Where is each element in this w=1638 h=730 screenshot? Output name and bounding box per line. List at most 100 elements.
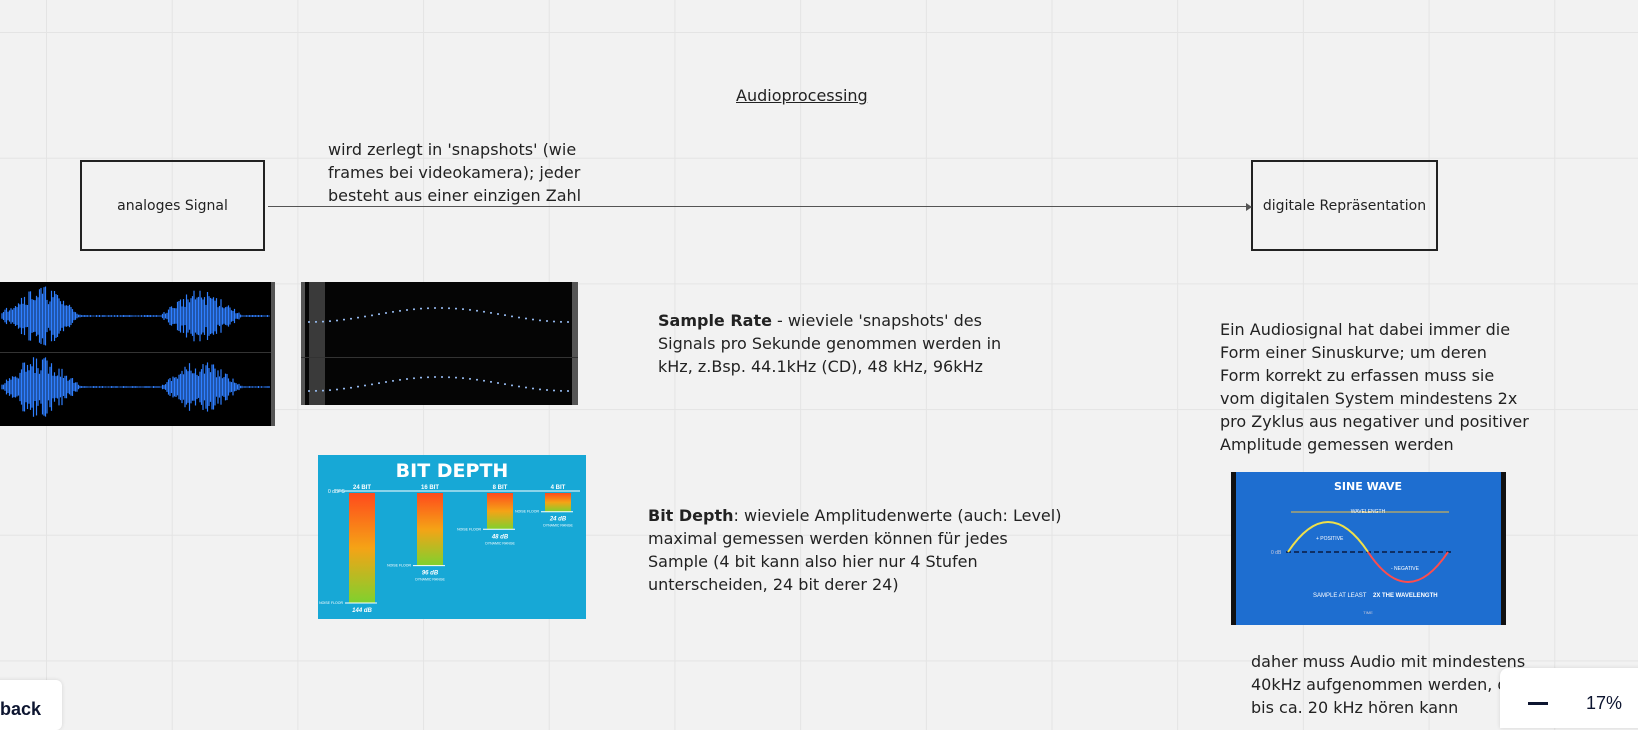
- sample-dot: [490, 311, 492, 314]
- sine-caption-prefix: SAMPLE AT LEAST: [1313, 593, 1367, 599]
- sample-dot: [518, 385, 520, 388]
- sampled-signal-image[interactable]: [301, 282, 578, 405]
- waveform-track-1: [1, 286, 270, 346]
- sample-dot: [315, 389, 317, 392]
- sample-dot: [329, 320, 331, 323]
- digital-representation-label: digitale Repräsentation: [1262, 197, 1427, 214]
- positive-label: + POSITIVE: [1316, 536, 1344, 542]
- sample-dot: [483, 310, 485, 313]
- analog-signal-box[interactable]: analoges Signal: [80, 160, 265, 251]
- sample-dot: [343, 318, 345, 321]
- sample-dot: [392, 310, 394, 313]
- sample-dot: [308, 390, 310, 392]
- sample-rate-term: Sample Rate: [658, 311, 772, 330]
- sample-dot: [462, 377, 464, 380]
- dynamic-range-label: DYNAMIC RANGE: [485, 541, 515, 545]
- sample-dot: [364, 315, 366, 318]
- sample-dot: [511, 384, 513, 387]
- sample-dot: [567, 320, 569, 323]
- sample-dot: [350, 386, 352, 389]
- bit-depth-title: BIT DEPTH: [396, 460, 509, 482]
- sample-dot: [322, 320, 324, 323]
- sample-dot: [406, 377, 408, 380]
- sample-dot: [546, 389, 548, 392]
- sample-dot: [371, 314, 373, 317]
- positive-half-wave: [1287, 521, 1369, 553]
- sample-dot: [434, 376, 436, 379]
- bit-depth-range-label: 144 dB: [352, 608, 372, 614]
- bit-depth-bar-label: 8 BIT: [493, 485, 508, 491]
- zoom-level: 17%: [1586, 693, 1623, 713]
- sample-dot: [553, 389, 555, 392]
- sample-dot: [504, 314, 506, 317]
- sample-dots-track-1: [308, 307, 569, 323]
- sample-dot: [364, 384, 366, 387]
- sample-dot: [399, 378, 401, 381]
- sample-dot: [322, 389, 324, 392]
- sample-dot: [413, 308, 415, 311]
- bit-depth-bar: [417, 493, 443, 566]
- nyquist-note[interactable]: daher muss Audio mit mindestens 40kHz au…: [1251, 652, 1568, 717]
- sample-dot: [539, 319, 541, 322]
- sine-wave-image[interactable]: SINE WAVE WAVELENGTH 0 dB + POSITIVE - N…: [1231, 472, 1506, 625]
- waveform-track-2: [1, 357, 270, 417]
- noise-floor-label: NOISE FLOOR: [387, 564, 411, 568]
- sample-dot: [385, 380, 387, 383]
- sampled-right-edge: [572, 282, 578, 405]
- sample-dot: [427, 376, 429, 379]
- sample-dot: [469, 377, 471, 380]
- sample-dot: [448, 376, 450, 379]
- sample-dot: [504, 383, 506, 386]
- back-button-label[interactable]: back: [0, 699, 42, 719]
- zero-label: 0 dB: [1271, 550, 1282, 556]
- bit-depth-bar-label: 16 BIT: [421, 485, 439, 491]
- sample-dot: [511, 315, 513, 318]
- sample-dot: [336, 319, 338, 322]
- noise-floor-label: NOISE FLOOR: [319, 601, 343, 605]
- sample-dot: [560, 389, 562, 392]
- noise-floor-label: NOISE FLOOR: [515, 510, 539, 514]
- analog-signal-label: analoges Signal: [117, 197, 228, 214]
- noise-floor-label: NOISE FLOOR: [457, 527, 481, 531]
- bit-depth-bar: [487, 493, 513, 530]
- sample-dot: [469, 308, 471, 311]
- bit-depth-bar-label: 24 BIT: [353, 485, 371, 491]
- sample-dot: [378, 382, 380, 385]
- board-title[interactable]: Audioprocessing: [736, 86, 868, 105]
- bit-depth-note[interactable]: Bit Depth: wieviele Amplitudenwerte (auc…: [648, 504, 1068, 596]
- sample-dot: [350, 317, 352, 320]
- dynamic-range-label: DYNAMIC RANGE: [415, 578, 445, 582]
- sample-dot: [525, 317, 527, 320]
- bit-depth-range-label: 96 dB: [422, 571, 439, 577]
- waveform-image[interactable]: [0, 282, 275, 426]
- sample-dot: [553, 320, 555, 323]
- waveform-svg: [0, 282, 275, 426]
- sample-dot: [483, 379, 485, 382]
- sample-dot: [441, 307, 443, 310]
- sample-dot: [441, 376, 443, 379]
- sample-dot: [357, 316, 359, 319]
- sample-dot: [462, 308, 464, 311]
- sample-dot: [532, 318, 534, 321]
- zoom-out-icon[interactable]: [1528, 702, 1548, 705]
- sample-dot: [546, 320, 548, 323]
- sample-dot: [448, 307, 450, 310]
- arrow-note[interactable]: wird zerlegt in 'snapshots' (wie frames …: [328, 140, 582, 205]
- sample-dots-track-2: [308, 376, 569, 392]
- sample-dot: [525, 386, 527, 389]
- sample-dot: [434, 307, 436, 310]
- sample-dot: [406, 308, 408, 311]
- sample-dot: [476, 309, 478, 312]
- sine-form-note[interactable]: Ein Audiosignal hat dabei immer die Form…: [1220, 320, 1529, 454]
- sample-rate-text: - wieviele 'snapshots' des Signals pro S…: [658, 311, 1002, 376]
- connector-arrow-line[interactable]: [268, 206, 1248, 207]
- sample-dot: [308, 321, 310, 323]
- sample-dot: [392, 379, 394, 382]
- digital-representation-box[interactable]: digitale Repräsentation: [1251, 160, 1438, 251]
- sample-rate-note[interactable]: Sample Rate - wieviele 'snapshots' des S…: [658, 309, 1003, 378]
- back-button[interactable]: [0, 680, 62, 730]
- sampled-left-edge: [301, 282, 305, 405]
